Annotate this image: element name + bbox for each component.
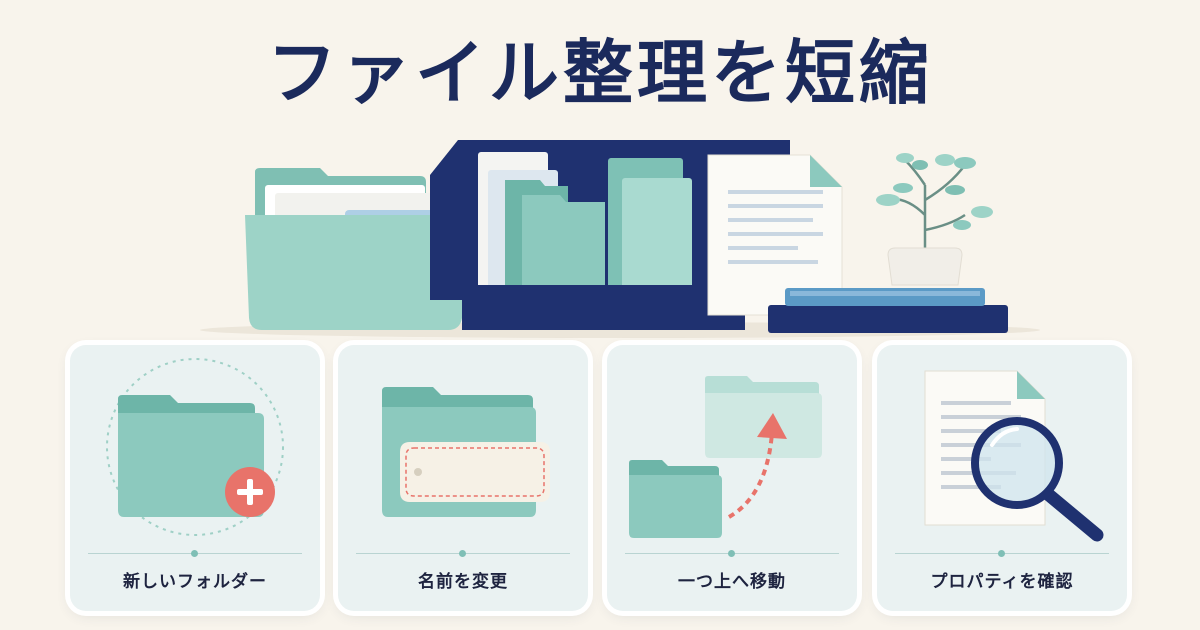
card-label: 名前を変更	[418, 572, 508, 592]
move-up-icon	[629, 376, 822, 538]
hero-illustration	[200, 140, 1040, 338]
card-rename[interactable]: 名前を変更	[338, 345, 588, 611]
card-dot	[728, 550, 735, 557]
plant-icon	[876, 153, 993, 286]
rename-tag-icon	[382, 387, 550, 517]
books-icon	[768, 288, 1008, 333]
card-label: プロパティを確認	[930, 572, 1074, 592]
file-organizer-rack-icon	[430, 140, 790, 330]
card-move-up[interactable]: 一つ上へ移動	[607, 345, 857, 611]
card-dot	[459, 550, 466, 557]
card-dot	[998, 550, 1005, 557]
properties-magnifier-icon	[924, 370, 1104, 542]
card-label: 新しいフォルダー	[123, 572, 267, 592]
card-properties[interactable]: プロパティを確認	[877, 345, 1127, 611]
open-folder-icon	[245, 168, 477, 330]
page-title: ファイル整理を短縮	[267, 31, 933, 114]
document-icon	[707, 154, 843, 316]
card-new-folder[interactable]: 新しいフォルダー	[70, 345, 320, 611]
card-dot	[191, 550, 198, 557]
new-folder-icon	[106, 358, 284, 536]
card-label: 一つ上へ移動	[678, 572, 786, 592]
